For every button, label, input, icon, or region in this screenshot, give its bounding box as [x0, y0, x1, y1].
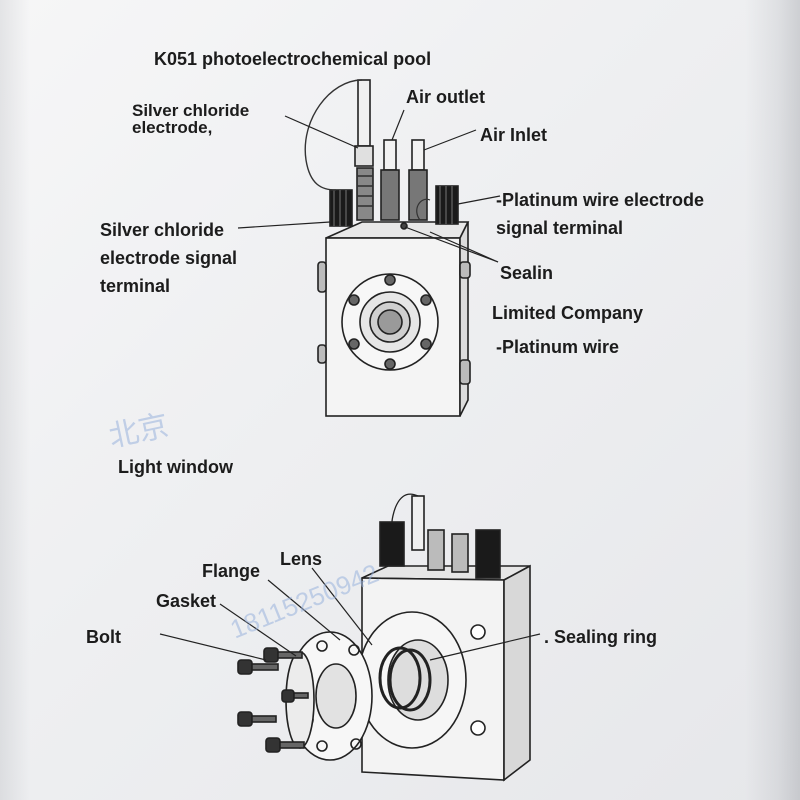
- leader-silver-chloride-electrode: [284, 115, 359, 149]
- bolt: [237, 711, 277, 727]
- bolt: [237, 659, 279, 675]
- flange-bolt-hole: [420, 338, 432, 350]
- agcl-electrode-collar: [354, 145, 374, 167]
- leader-sealin-1: [404, 226, 499, 263]
- exploded-flange-hole: [316, 740, 328, 752]
- label-air-inlet: Air Inlet: [480, 125, 548, 145]
- flange-bolt-hole: [384, 274, 396, 286]
- label-gasket: Gasket: [156, 591, 217, 611]
- air-outlet-thread: [380, 169, 400, 221]
- light-window-center: [377, 309, 403, 335]
- paper-fold-shadow-right: [745, 0, 800, 800]
- label-line: terminal: [100, 276, 171, 296]
- label-line: electrode,: [132, 118, 213, 137]
- exploded-front-flange-bore: [315, 663, 357, 729]
- flange-bolt-hole: [420, 294, 432, 306]
- agcl-signal-wire: [304, 79, 363, 191]
- agcl-electrode-tube: [357, 79, 371, 147]
- label-line: electrode signal: [100, 248, 238, 268]
- leader-pt-terminal: [457, 195, 501, 205]
- label-silver-chloride-electrode: Silver chloride electrode,: [132, 102, 249, 136]
- air-outlet-fitting: [383, 139, 397, 171]
- bottom-exploded-assembly: [237, 493, 531, 782]
- air-inlet-fitting: [411, 139, 425, 171]
- diagram-title: K051 photoelectrochemical pool: [154, 49, 432, 69]
- exploded-flange-hole: [316, 640, 328, 652]
- leader-sealin-2: [429, 231, 499, 263]
- label-sealin: Sealin: [500, 263, 554, 283]
- side-screw-left: [317, 261, 327, 293]
- side-screw-left-lower: [317, 344, 327, 364]
- flange-bolt-hole: [348, 294, 360, 306]
- exploded-cell-hole: [470, 624, 486, 640]
- leader-bolt: [159, 633, 267, 661]
- bottom-leader-lines: [159, 567, 541, 661]
- bolt: [281, 689, 309, 703]
- label-agcl-terminal: Silver chloride electrode signal termina…: [100, 216, 237, 300]
- exploded-signal-wire: [391, 493, 419, 523]
- top-cell-assembly: [304, 79, 471, 417]
- leader-air-inlet: [423, 129, 477, 151]
- exploded-agcl-knob: [379, 521, 405, 567]
- leader-gasket: [219, 603, 297, 657]
- paper-fold-shadow-left: [0, 0, 30, 800]
- leader-flange: [267, 579, 341, 641]
- top-leader-lines: [237, 109, 501, 263]
- label-line: Silver chloride: [132, 101, 250, 120]
- exploded-cell-side: [503, 564, 531, 782]
- leader-lens: [311, 567, 373, 646]
- exploded-cell-hole: [470, 720, 486, 736]
- label-platinum-wire: -Platinum wire: [496, 337, 620, 357]
- label-pt-terminal: -Platinum wire electrode signal terminal: [496, 186, 704, 242]
- cell-side-face: [459, 221, 469, 417]
- label-line: signal terminal: [496, 218, 624, 238]
- exploded-body-window: [387, 639, 449, 721]
- leader-agcl-terminal: [237, 221, 331, 229]
- leader-air-outlet: [391, 109, 405, 141]
- label-sealing-ring: . Sealing ring: [544, 627, 658, 647]
- exploded-pt-knob: [475, 529, 501, 579]
- label-light-window: Light window: [118, 457, 233, 477]
- bolt: [265, 737, 305, 753]
- exploded-flange-hole: [350, 738, 362, 750]
- label-flange: Flange: [202, 561, 261, 581]
- seal-ring-small: [400, 222, 408, 230]
- platinum-wire-loop: [416, 198, 431, 221]
- label-bolt: Bolt: [86, 627, 121, 647]
- air-inlet-thread: [408, 169, 428, 221]
- exploded-flange-hole: [348, 644, 360, 656]
- agcl-electrode-thread: [356, 167, 374, 221]
- side-screw-right: [459, 261, 471, 279]
- exploded-gas-fitting: [427, 529, 445, 571]
- exploded-agcl-tube: [411, 495, 425, 551]
- label-limited-company: Limited Company: [492, 303, 644, 323]
- flange-bolt-hole: [348, 338, 360, 350]
- label-lens: Lens: [280, 549, 323, 569]
- flange-bolt-hole: [384, 358, 396, 370]
- label-air-outlet: Air outlet: [406, 87, 485, 107]
- leader-sealing-ring: [429, 633, 541, 661]
- exploded-gas-fitting-2: [451, 533, 469, 573]
- side-screw-right-lower: [459, 359, 471, 385]
- exploded-bolts: [237, 647, 309, 753]
- exploded-sealing-ring-2: [388, 648, 432, 712]
- label-line: -Platinum wire electrode: [496, 190, 705, 210]
- label-line: Silver chloride: [100, 220, 225, 240]
